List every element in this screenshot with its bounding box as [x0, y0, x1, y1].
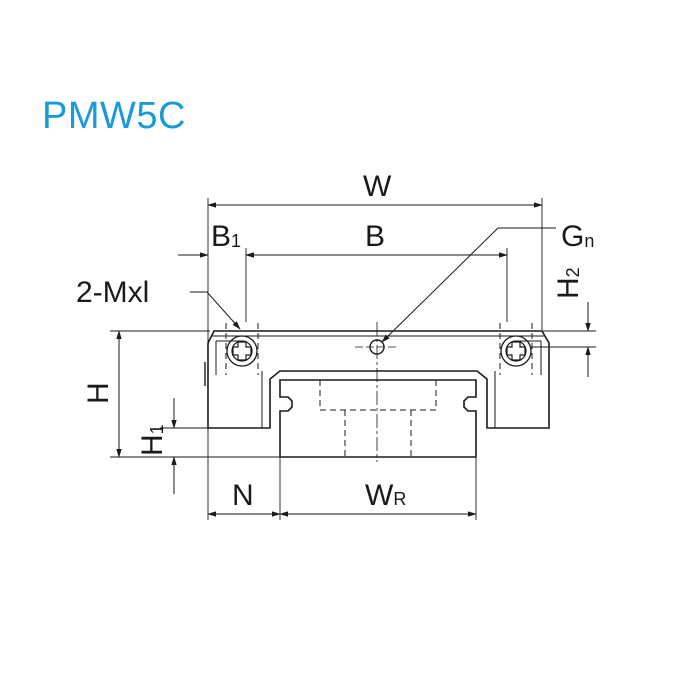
- label-WR-main: W: [365, 479, 394, 512]
- label-H1: H1: [136, 424, 169, 456]
- Mxl-leader: [190, 291, 241, 330]
- label-Gn-main: G: [561, 220, 584, 253]
- label-B1: B1: [211, 220, 241, 253]
- Gn-leader: [381, 227, 556, 343]
- label-B: B: [365, 220, 385, 253]
- guide-rail: [279, 379, 477, 458]
- label-N: N: [232, 479, 254, 512]
- mounting-hole-left: [225, 323, 259, 375]
- extension-lines: [110, 198, 596, 520]
- label-Gn: Gn: [561, 220, 594, 253]
- label-H2-sub: 2: [563, 267, 583, 277]
- label-Gn-sub: n: [584, 231, 594, 251]
- mounting-hole-right: [499, 323, 533, 375]
- label-H1-main: H: [136, 434, 169, 456]
- model-title: PMW5C: [42, 95, 186, 137]
- label-B1-main: B: [211, 220, 231, 253]
- rail-hidden-lines: [319, 380, 437, 457]
- label-H2-main: H: [552, 277, 585, 299]
- label-H2: H2: [552, 267, 585, 299]
- end-seal-lines: [204, 335, 545, 428]
- label-WR-sub: R: [393, 489, 406, 509]
- label-W: W: [363, 170, 392, 203]
- label-B1-sub: 1: [231, 231, 241, 251]
- label-Mxl: 2-Mxl: [76, 276, 149, 309]
- label-H: H: [82, 382, 115, 404]
- label-H1-sub: 1: [147, 424, 167, 434]
- label-WR: WR: [365, 479, 406, 512]
